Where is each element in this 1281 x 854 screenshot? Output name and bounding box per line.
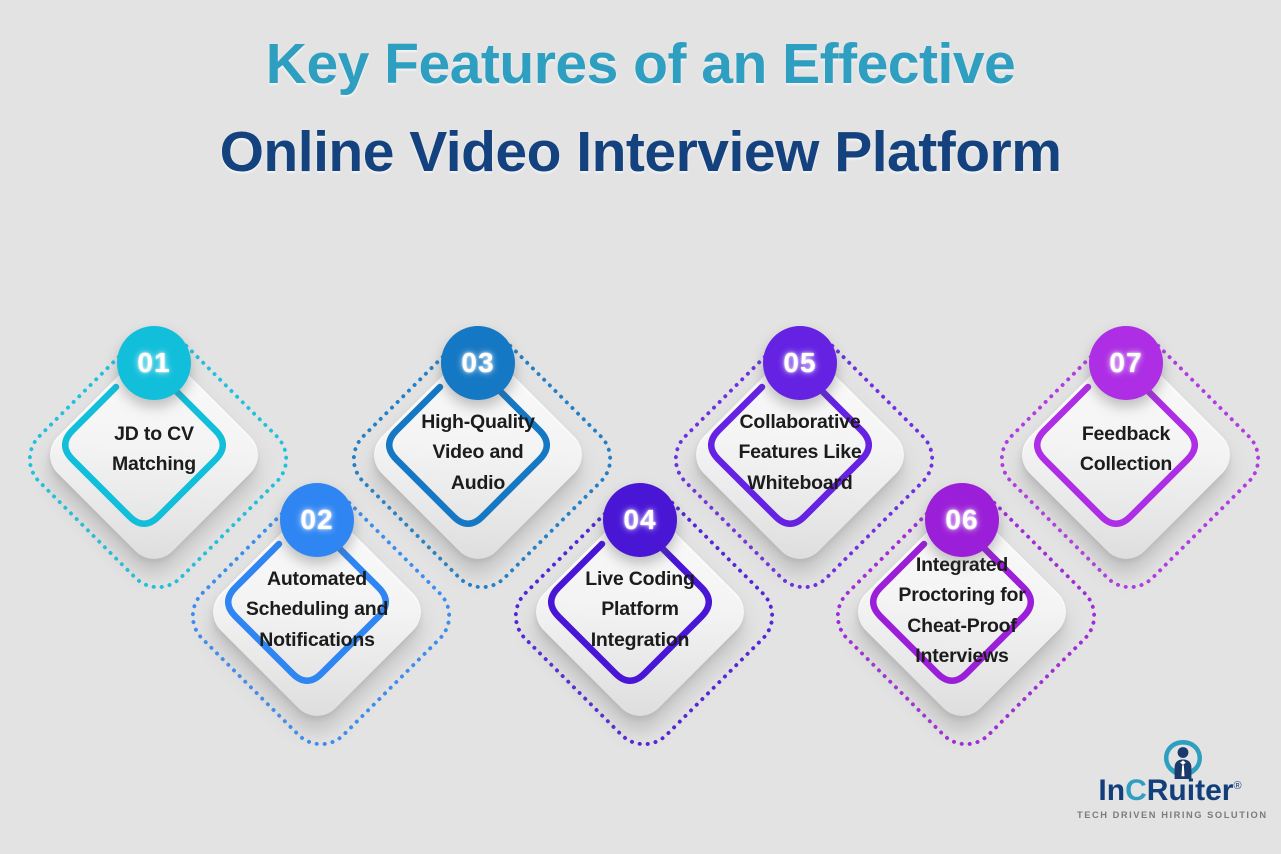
- step-label: JD to CV Matching: [112, 423, 196, 476]
- step-outline: [385, 383, 551, 528]
- step-outline: [1033, 383, 1199, 528]
- logo-wordmark: InCRuiter®: [1077, 776, 1263, 806]
- step-number-badge-07[interactable]: 07: [1089, 326, 1163, 400]
- step-number-badge-06[interactable]: 06: [925, 483, 999, 557]
- logo-mark-icon: [1164, 740, 1202, 779]
- step-outline: [547, 540, 713, 685]
- incruiter-logo[interactable]: InCRuiter® TECH DRIVEN HIRING SOLUTION: [1077, 740, 1268, 832]
- title-line-2: Online Video Interview Platform: [219, 119, 1062, 184]
- logo-text-rest: Ruiter: [1146, 774, 1234, 807]
- step-outline: [224, 540, 390, 685]
- logo-text-c: C: [1125, 774, 1147, 807]
- title-line-1: Key Features of an Effective: [265, 32, 1016, 96]
- step-label: Automated Scheduling and Notifications: [245, 568, 389, 651]
- step-number-badge-02[interactable]: 02: [280, 483, 354, 557]
- step-number-badge-03[interactable]: 03: [441, 326, 515, 400]
- step-label: Collaborative Features Like Whiteboard: [738, 411, 862, 494]
- step-label: High-Quality Video and Audio: [421, 411, 535, 494]
- step-outline: [61, 383, 227, 528]
- step-number-badge-04[interactable]: 04: [603, 483, 677, 557]
- step-label: Integrated Proctoring for Cheat-Proof In…: [898, 554, 1026, 668]
- step-label: Feedback Collection: [1079, 423, 1173, 476]
- step-number-badge-05[interactable]: 05: [763, 326, 837, 400]
- step-label: Live Coding Platform Integration: [585, 568, 695, 651]
- page-title: Key Features of an Effective Online Vide…: [0, 32, 1281, 184]
- logo-text-in: In: [1098, 774, 1126, 807]
- step-number-badge-01[interactable]: 01: [117, 326, 191, 400]
- step-outline: [869, 540, 1035, 685]
- step-outline: [707, 383, 873, 528]
- registered-trademark-icon: ®: [1233, 780, 1242, 792]
- logo-tagline: TECH DRIVEN HIRING SOLUTION: [1077, 810, 1268, 820]
